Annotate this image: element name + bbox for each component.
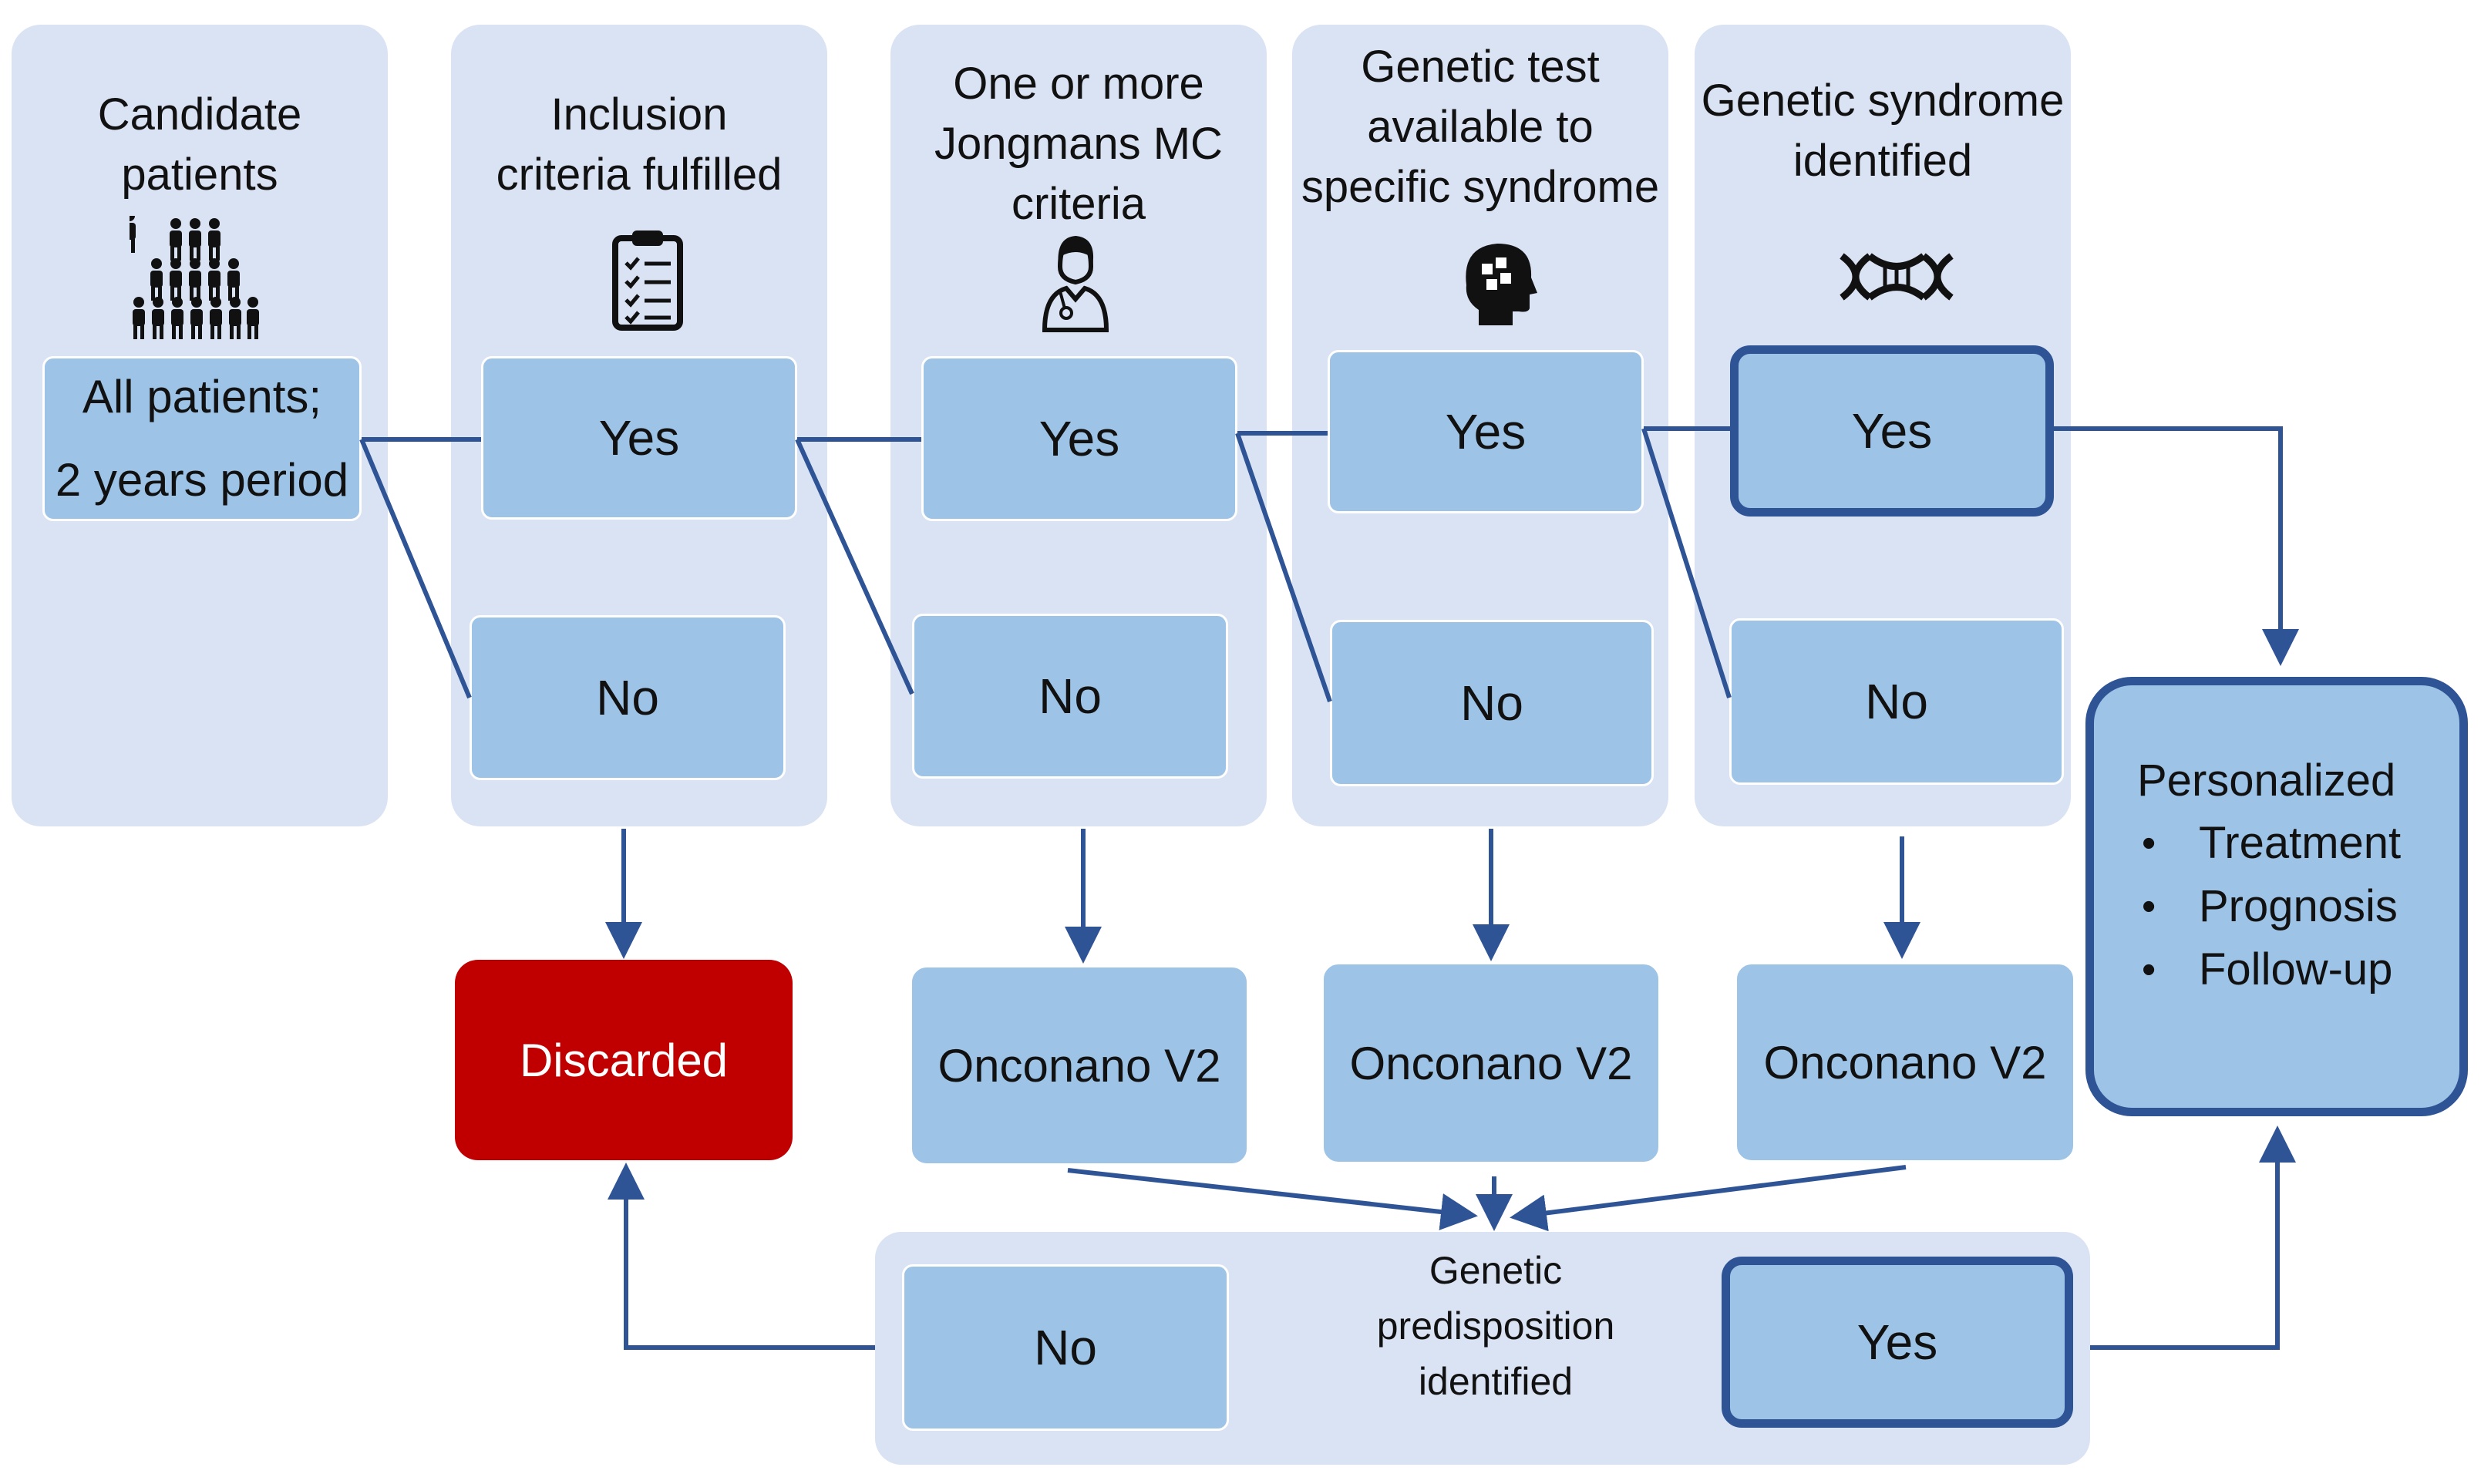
- column-title: Inclusion criteria fulfilled: [496, 89, 783, 200]
- column-title: Genetic syndrome identified: [1701, 76, 2065, 186]
- branch-line: [1235, 432, 1332, 702]
- personalized-list: Treatment Prognosis Follow-up: [2137, 812, 2401, 1001]
- personalized-item-prognosis: Prognosis: [2137, 875, 2401, 938]
- people-group-icon: [130, 216, 259, 339]
- head-puzzle-icon: [1466, 244, 1537, 325]
- discarded-box: Discarded: [455, 960, 793, 1160]
- predisposition-label: Genetic predisposition identified: [1376, 1249, 1615, 1403]
- branch-line: [795, 438, 914, 695]
- arrow-converge: [1510, 1165, 1907, 1232]
- genetic-test-yes-box: Yes: [1328, 350, 1644, 513]
- personalized-item-follow-up: Follow-up: [2137, 938, 2401, 1001]
- arrow-yes-to-personalized: [2054, 426, 2299, 666]
- predisposition-no-box: No: [902, 1264, 1229, 1431]
- arrow-predisp-yes-to-personalized: [2090, 1126, 2296, 1350]
- predisposition-yes-box: Yes: [1722, 1257, 2073, 1428]
- syndrome-yes-box: Yes: [1730, 345, 2054, 517]
- personalized-item-treatment: Treatment: [2137, 812, 2401, 875]
- inclusion-yes-box: Yes: [481, 356, 797, 520]
- jongmans-no-box: No: [912, 614, 1228, 779]
- personalized-outcome-box: Personalized Treatment Prognosis Follow-…: [2085, 677, 2468, 1116]
- genetic-test-no-box: No: [1330, 620, 1654, 786]
- personalized-title: Personalized: [2137, 755, 2396, 806]
- syndrome-no-box: No: [1729, 618, 2064, 785]
- clipboard-checklist-icon: [612, 231, 683, 331]
- inclusion-no-box: No: [470, 615, 786, 780]
- onconano-box: Onconano V2: [910, 965, 1249, 1166]
- arrow-converge: [1067, 1168, 1478, 1230]
- jongmans-yes-box: Yes: [921, 356, 1237, 521]
- branch-line: [359, 438, 472, 699]
- arrow-no-to-discarded: [608, 1163, 875, 1350]
- dna-icon: [1840, 253, 1954, 301]
- branch-line: [1641, 428, 1732, 698]
- doctor-icon: [1042, 236, 1109, 332]
- onconano-box: Onconano V2: [1321, 962, 1661, 1164]
- column-title: Candidate patients: [97, 89, 302, 200]
- column-title: One or more Jongmans MC criteria: [934, 59, 1223, 229]
- column-title: Genetic test available to specific syndr…: [1301, 42, 1660, 212]
- all-patients-box: All patients; 2 years period: [42, 356, 362, 521]
- onconano-box: Onconano V2: [1735, 962, 2075, 1163]
